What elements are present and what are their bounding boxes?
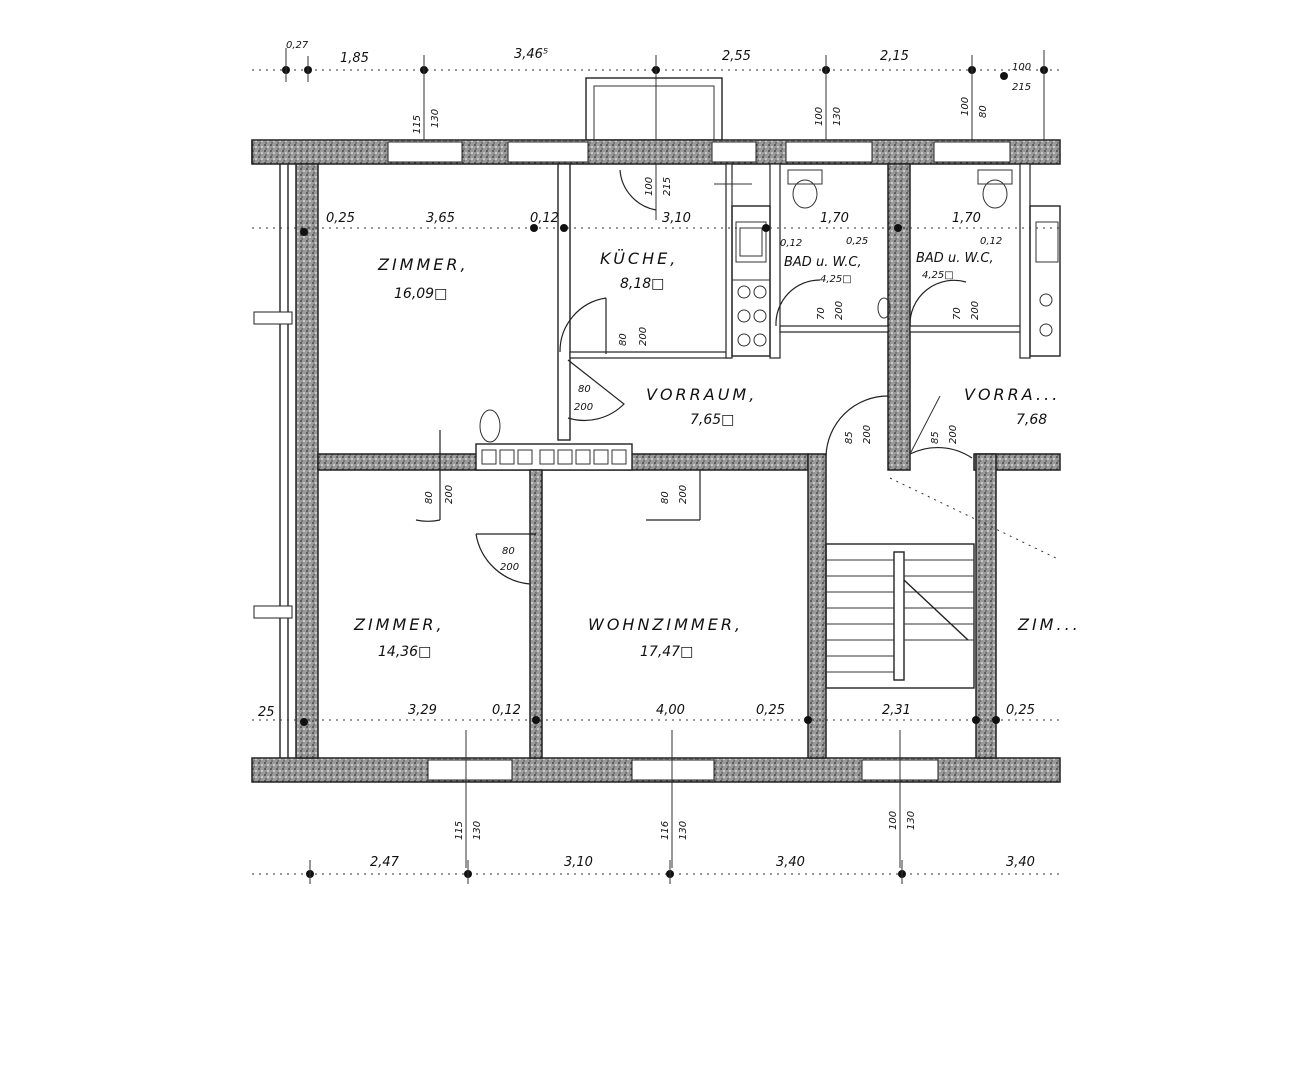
door-7b: 200 [970,301,981,320]
door-labels: 80 200 80 200 80 200 80 200 80 200 70 20… [424,301,981,573]
door-2b: 200 [574,402,593,413]
top-corner-2: 100 [1012,62,1031,73]
row2-dim-3: 0,12 [492,703,521,718]
staircase [825,477,1061,689]
door-4b: 200 [500,562,519,573]
window-bottom-3b: 130 [906,811,917,830]
neighbor-kitchen-counter [1029,205,1061,357]
window-heights-top: 115 130 100 215 100 130 100 80 [412,97,989,196]
room-zimmer-1-area: 16,09□ [394,286,447,302]
door-6a: 70 [816,307,827,320]
row1-dim-1: 0,25 [326,211,355,226]
row1-dim-8: 0,25 [846,236,868,247]
row2-dim-1: 25 [258,705,275,720]
room-vorraum-2: VORRA... [964,385,1060,404]
window-top-2a: 100 [644,177,655,196]
window-top-3b: 130 [832,107,843,126]
door-8a: 85 [844,431,855,444]
interior-dimensions-row1: 0,25 3,65 0,12 3,10 1,70 1,70 0,12 0,25 … [252,211,1060,249]
row2-dim-2: 3,29 [408,703,437,718]
room-zimmer-3: ZIM... [1017,615,1081,634]
door-4a: 80 [502,546,515,557]
row1-dim-4: 3,10 [662,211,691,226]
top-dim-3: 2,55 [722,49,751,64]
door-9b: 200 [948,425,959,444]
sink-2-icon [479,409,501,443]
door-3b: 200 [444,485,455,504]
bottom-dim-1: 2,47 [370,855,400,870]
row1-dim-2: 3,65 [426,211,455,226]
window-top-2b: 215 [662,177,673,196]
window-bottom-1b: 130 [472,821,483,840]
door-swings [415,169,973,585]
room-bad-1-area: 4,25□ [820,274,852,285]
row2-dim-4: 4,00 [656,703,685,718]
door-1a: 80 [618,333,629,346]
room-labels: ZIMMER, 16,09□ KÜCHE, 8,18□ BAD u. W.C, … [353,249,1081,660]
kitchen-counter [714,178,771,357]
toilet-2-icon [977,169,1013,209]
window-top-4b: 80 [978,105,989,118]
room-kueche: KÜCHE, [600,249,678,268]
room-vorraum-2-area: 7,68 [1016,412,1047,428]
row1-dim-7: 0,12 [780,238,802,249]
row2-dim-7: 0,25 [1006,703,1035,718]
room-wohnzimmer-area: 17,47□ [640,644,693,660]
top-dim-4: 2,15 [880,49,909,64]
sink-1-icon [877,297,891,319]
bottom-dim-4: 3,40 [1006,855,1035,870]
balcony [585,77,723,143]
row1-dim-5: 1,70 [820,211,849,226]
window-top-1b: 130 [430,109,441,128]
row2-dim-6: 2,31 [882,703,911,718]
room-vorraum-1-area: 7,65□ [690,412,734,428]
door-7a: 70 [952,307,963,320]
room-kueche-area: 8,18□ [620,276,664,292]
bottom-dim-3: 3,40 [776,855,805,870]
room-zimmer-2: ZIMMER, [353,615,445,634]
door-6b: 200 [834,301,845,320]
window-top-4a: 100 [960,97,971,116]
row1-dim-6: 1,70 [952,211,981,226]
top-corner-3: 215 [1012,82,1031,93]
chimney [481,449,627,465]
top-dim-1: 1,85 [340,51,369,66]
row2-dim-5: 0,25 [756,703,785,718]
top-dimension-line: 1,85 3,46⁵ 2,55 2,15 0,27 100 215 [252,40,1060,220]
door-5b: 200 [678,485,689,504]
door-5a: 80 [660,491,671,504]
room-zimmer-1: ZIMMER, [377,255,469,274]
room-zimmer-2-area: 14,36□ [378,644,431,660]
room-vorraum-1: VORRAUM, [646,385,757,404]
window-bottom-1a: 115 [454,821,465,840]
bottom-dim-2: 3,10 [564,855,593,870]
room-bad-2-area: 4,25□ [922,270,954,281]
room-wohnzimmer: WOHNZIMMER, [588,615,743,634]
top-dim-2: 3,46⁵ [514,47,548,62]
top-corner-1: 0,27 [286,40,309,51]
interior-dimensions-row2: 25 3,29 0,12 4,00 0,25 2,31 0,25 [252,703,1060,868]
room-bad-2: BAD u. W.C, [916,251,994,266]
window-top-3a: 100 [814,107,825,126]
room-bad-1: BAD u. W.C, [784,255,862,270]
window-top-1a: 115 [412,115,423,134]
bottom-dimension-line: 2,47 3,10 3,40 3,40 [252,855,1060,884]
row1-dim-9: 0,12 [980,236,1002,247]
door-9a: 85 [930,431,941,444]
door-3a: 80 [424,491,435,504]
window-heights-bottom: 115 130 116 130 100 130 [454,811,917,840]
door-8b: 200 [862,425,873,444]
walls [251,139,1061,783]
window-bottom-2a: 116 [660,821,671,840]
door-2a: 80 [578,384,591,395]
window-bottom-3a: 100 [888,811,899,830]
row1-dim-3: 0,12 [530,211,559,226]
toilet-1-icon [787,169,823,209]
window-bottom-2b: 130 [678,821,689,840]
door-1b: 200 [638,327,649,346]
